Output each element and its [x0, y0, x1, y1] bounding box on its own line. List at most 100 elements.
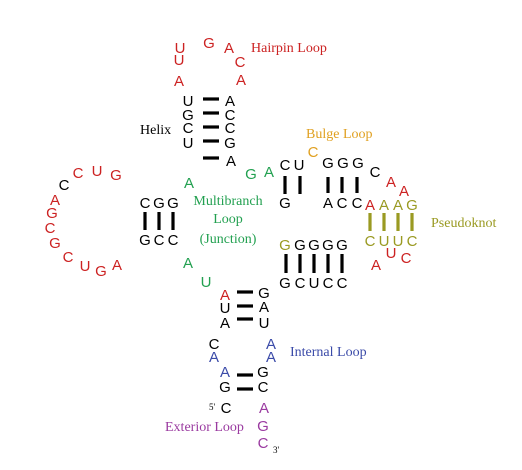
- nucleotide-hairpin: U: [386, 245, 397, 262]
- nucleotide-hairpin: G: [46, 205, 58, 222]
- nucleotide-hairpin: A: [236, 72, 246, 89]
- bottom-stem-bonds: [237, 290, 253, 391]
- five-prime-end-label: 5': [209, 402, 216, 412]
- multibranch-label-line3: (Junction): [200, 232, 257, 247]
- bulge-loop-label: Bulge Loop: [306, 127, 373, 142]
- exterior-loop-label: Exterior Loop: [165, 420, 244, 435]
- nucleotide-hairpin: A: [174, 73, 184, 90]
- right-stem-bonds: [284, 254, 344, 273]
- nucleotide-stem: C: [258, 379, 269, 396]
- nucleotide-stem: C: [280, 157, 291, 174]
- nucleotide-hairpin: C: [63, 249, 74, 266]
- nucleotide-multibranch: A: [184, 175, 194, 192]
- nucleotide-stem: C: [225, 120, 236, 137]
- nucleotide-stem: G: [308, 237, 320, 254]
- nucleotide-hairpin: G: [110, 167, 122, 184]
- nucleotide-stem: G: [336, 237, 348, 254]
- nucleotide-pseudoknot: A: [379, 197, 389, 214]
- internal-loop-label: Internal Loop: [290, 345, 367, 360]
- nucleotide-stem: U: [309, 275, 320, 292]
- nucleotide-stem: G: [153, 195, 165, 212]
- nucleotide-stem: C: [370, 164, 381, 181]
- nucleotide-pseudoknot: C: [365, 233, 376, 250]
- nucleotide-hairpin: A: [220, 287, 230, 304]
- nucleotide-hairpin: C: [235, 54, 246, 71]
- nucleotide-exterior: C: [258, 435, 269, 452]
- nucleotide-stem: C: [323, 275, 334, 292]
- nucleotide-hairpin: C: [401, 250, 412, 267]
- nucleotide-hairpin: A: [224, 40, 234, 57]
- nucleotide-stem: C: [295, 275, 306, 292]
- nucleotide-stem: C: [352, 195, 363, 212]
- nucleotide-hairpin: U: [80, 258, 91, 275]
- nucleotide-stem: G: [294, 237, 306, 254]
- nucleotide-stem: G: [167, 195, 179, 212]
- multibranch-label-line2: Loop: [213, 212, 243, 227]
- nucleotide-stem: G: [219, 379, 231, 396]
- nucleotide-stem: C: [221, 400, 232, 417]
- nucleotide-hairpin: A: [365, 197, 375, 214]
- nucleotide-hairpin: U: [174, 52, 185, 69]
- nucleotide-hairpin: A: [50, 192, 60, 209]
- nucleotide-stem: G: [279, 195, 291, 212]
- hairpin-loop-label: Hairpin Loop: [251, 41, 327, 56]
- nucleotide-stem: C: [140, 195, 151, 212]
- nucleotide-stem: C: [209, 336, 220, 353]
- pseudoknot-label: Pseudoknot: [431, 216, 496, 231]
- nucleotide-stem: A: [259, 299, 269, 316]
- nucleotide-pseudoknot: A: [393, 197, 403, 214]
- nucleotide-hairpin: A: [371, 257, 381, 274]
- nucleotide-stem: G: [139, 232, 151, 249]
- nucleotide-stem: G: [257, 364, 269, 381]
- nucleotide-stem: C: [337, 275, 348, 292]
- nucleotide-exterior: G: [257, 418, 269, 435]
- nucleotide-hairpin: U: [175, 40, 186, 57]
- nucleotide-bulge: C: [308, 144, 319, 161]
- multibranch-label-line1: Multibranch: [193, 194, 262, 209]
- nucleotide-stem: G: [322, 237, 334, 254]
- nucleotide-hairpin: G: [95, 263, 107, 280]
- nucleotide-internal: A: [220, 364, 230, 381]
- nucleotide-multibranch: A: [264, 164, 274, 181]
- nucleotide-stem: G: [322, 155, 334, 172]
- nucleotide-pseudoknot: C: [407, 233, 418, 250]
- three-prime-end-label: 3': [273, 445, 280, 455]
- nucleotide-multibranch: G: [245, 166, 257, 183]
- nucleotide-stem: U: [183, 135, 194, 152]
- bulge-stem-bonds: [283, 176, 359, 194]
- nucleotide-hairpin: A: [386, 174, 396, 191]
- nucleotide-multibranch: A: [183, 255, 193, 272]
- nucleotide-stem: A: [220, 315, 230, 332]
- nucleotide-stem: A: [226, 153, 236, 170]
- nucleotide-internal: A: [266, 336, 276, 353]
- nucleotide-stem: C: [168, 232, 179, 249]
- nucleotide-exterior: A: [259, 400, 269, 417]
- left-stem-bonds: [143, 212, 175, 230]
- nucleotide-stem: C: [337, 195, 348, 212]
- nucleotide-stem: A: [225, 93, 235, 110]
- nucleotide-stem: C: [183, 120, 194, 137]
- nucleotide-stem: C: [225, 107, 236, 124]
- nucleotide-hairpin: A: [112, 257, 122, 274]
- nucleotide-stem: G: [182, 107, 194, 124]
- nucleotide-hairpin: G: [203, 35, 215, 52]
- nucleotide-stem: U: [183, 93, 194, 110]
- helix-label: Helix: [140, 123, 171, 138]
- nucleotide-stem: G: [279, 275, 291, 292]
- nucleotide-hairpin: C: [45, 220, 56, 237]
- nucleotide-pseudoknot: G: [279, 237, 291, 254]
- nucleotide-stem: A: [323, 195, 333, 212]
- nucleotide-stem: C: [154, 232, 165, 249]
- nucleotide-stem: U: [220, 300, 231, 317]
- helix-bonds: [203, 97, 219, 160]
- nucleotide-internal: A: [209, 349, 219, 366]
- nucleotide-stem: G: [337, 155, 349, 172]
- nucleotide-stem: U: [294, 157, 305, 174]
- pseudoknot-bonds: [368, 213, 414, 231]
- nucleotide-stem: G: [352, 155, 364, 172]
- nucleotide-hairpin: G: [49, 235, 61, 252]
- nucleotide-multibranch: U: [201, 274, 212, 291]
